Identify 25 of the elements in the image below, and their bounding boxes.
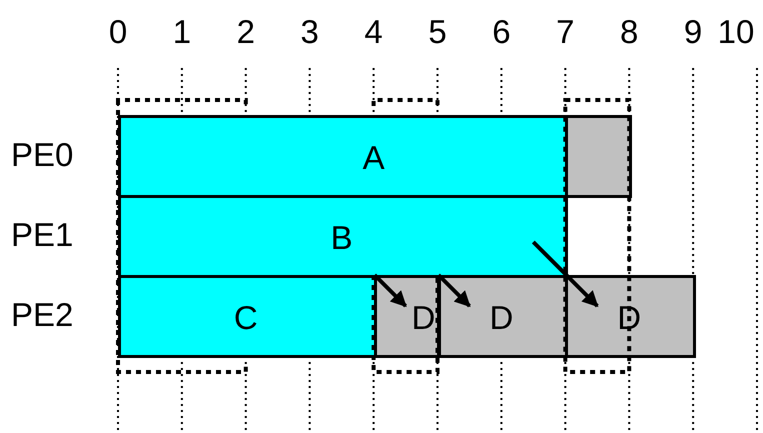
task-bar — [118, 195, 568, 278]
row-label: PE0 — [11, 135, 74, 175]
task-label: A — [362, 138, 385, 178]
task-bar — [118, 275, 377, 358]
task-label: D — [489, 298, 514, 338]
task-bar — [565, 275, 696, 358]
row-label: PE1 — [11, 215, 74, 255]
task-label: B — [330, 218, 353, 258]
arrow — [437, 274, 471, 308]
idle-bar — [565, 115, 632, 198]
task-label: D — [412, 298, 436, 338]
arrow — [373, 274, 408, 308]
axis-tick-label: 5 — [428, 12, 447, 52]
axis-tick-label: 4 — [364, 12, 383, 52]
task-label: C — [234, 298, 258, 338]
axis-tick-label: 7 — [556, 12, 574, 52]
axis-tick-label: 0 — [108, 12, 128, 52]
row-label: PE2 — [11, 295, 74, 335]
axis-tick-label: 1 — [172, 12, 192, 52]
axis-tick-label: 10 — [718, 12, 754, 52]
axis-tick-label: 3 — [300, 12, 319, 52]
axis-tick-label: 9 — [684, 12, 702, 52]
axis-tick-label: 6 — [492, 12, 511, 52]
axis-tick-label: 8 — [620, 12, 638, 52]
axis-tick-label: 2 — [236, 12, 255, 52]
